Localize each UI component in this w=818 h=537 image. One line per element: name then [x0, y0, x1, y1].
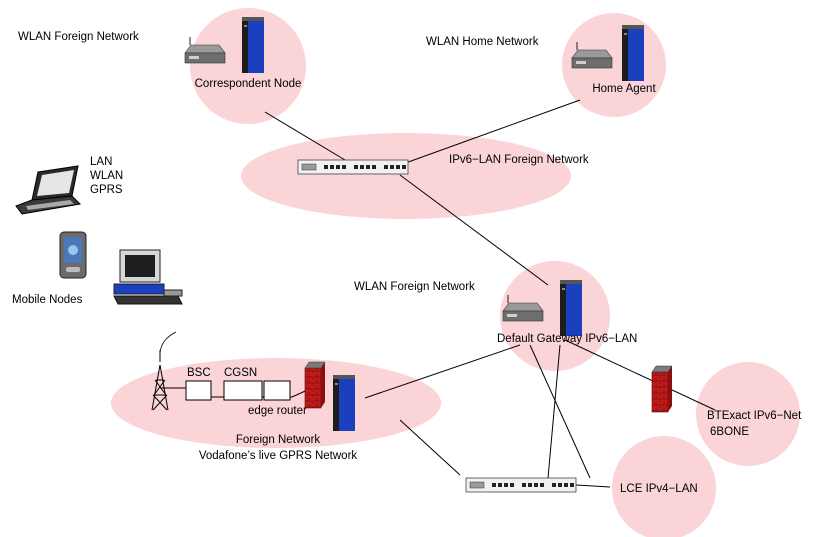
bsc-label: BSC: [187, 367, 211, 379]
bsc-box: [185, 380, 212, 401]
desktop-pc-icon: [113, 249, 183, 305]
wlan-foreign-network-top-label: WLAN Foreign Network: [18, 31, 139, 43]
access-gprs-label: GPRS: [90, 184, 123, 196]
mobile-nodes-label: Mobile Nodes: [12, 294, 83, 306]
lce-cloud: [612, 436, 716, 537]
pda-icon: [59, 231, 87, 279]
cgsn-label: CGSN: [224, 367, 258, 379]
btexact-cloud: [696, 362, 800, 466]
btexact-label: BTExact IPv6−Net: [707, 410, 802, 422]
access-wlan-label: WLAN: [90, 170, 124, 182]
lce-label: LCE IPv4−LAN: [620, 483, 698, 495]
correspondent-node-label: Correspondent Node: [194, 78, 302, 90]
antenna-tower-icon: [151, 331, 177, 411]
lce-switch-icon: [465, 477, 577, 493]
default-gateway-cloud: [500, 261, 610, 371]
gateway-server-icon: [560, 280, 582, 336]
btexact-firewall-icon: [651, 365, 673, 413]
wlan-foreign-network-mid-label: WLAN Foreign Network: [354, 281, 475, 293]
foreign-network-label: Foreign Network: [235, 434, 321, 446]
network-links: [160, 99, 716, 488]
wlan-home-network-label: WLAN Home Network: [426, 36, 539, 48]
home-agent-server-icon: [622, 25, 644, 81]
ipv6-lan-foreign-network-label: IPv6−LAN Foreign Network: [449, 154, 589, 166]
ipv6-lan-switch-icon: [297, 159, 409, 175]
access-lan-label: LAN: [90, 156, 113, 168]
edge-server-icon: [333, 375, 355, 431]
home-agent-label: Home Agent: [592, 83, 656, 95]
ipv6-lan-foreign-cloud: [241, 133, 571, 219]
sixbone-label: 6BONE: [710, 426, 749, 438]
laptop-icon: [15, 165, 82, 215]
cgsn-box: [223, 380, 263, 401]
correspondent-server-icon: [242, 17, 264, 73]
edge-router-box: [263, 380, 291, 401]
default-gateway-label: Default Gateway IPv6−LAN: [497, 333, 638, 345]
edge-firewall-icon: [304, 361, 326, 409]
vodafone-gprs-label: Vodafone’s live GPRS Network: [198, 450, 358, 462]
edge-router-label: edge router: [248, 405, 307, 417]
